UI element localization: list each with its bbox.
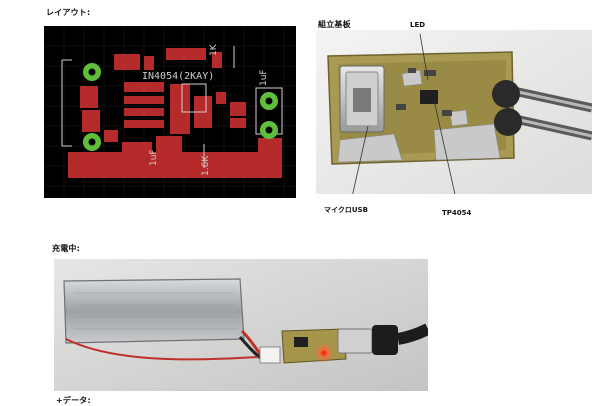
charging-drawing xyxy=(54,259,428,391)
charging-heading: 充電中: xyxy=(52,244,80,253)
tp4054-callout: TP4054 xyxy=(442,209,472,217)
assembled-board-drawing xyxy=(316,30,592,194)
pcb-layout-drawing: IN4054(2KAY) 1K 1.6K 1uF 1uF xyxy=(44,26,296,198)
lipo-battery xyxy=(63,278,245,344)
board-components xyxy=(396,68,452,116)
charger-board xyxy=(281,328,347,364)
pcb-layout-figure: IN4054(2KAY) 1K 1.6K 1uF 1uF xyxy=(44,26,296,198)
silk-part-label: IN4054(2KAY) xyxy=(142,71,214,82)
tp4054-chip xyxy=(420,90,438,104)
battery-wires xyxy=(492,80,592,141)
usb-cable xyxy=(396,323,428,345)
usb-plug-body xyxy=(372,325,398,355)
pcb-pads xyxy=(83,63,278,151)
assembled-heading: 組立基板 xyxy=(318,20,351,29)
charging-photo xyxy=(54,259,428,391)
layout-heading: レイアウト: xyxy=(46,8,91,17)
assembled-board-photo xyxy=(316,30,592,194)
usb-plug xyxy=(337,328,373,354)
callout-lines xyxy=(352,33,456,194)
bottom-cut-heading: +データ: xyxy=(56,396,91,405)
jst-connector xyxy=(259,346,281,364)
silk-r2-label: 1.6K xyxy=(201,155,211,176)
micro-usb-callout: マイクロUSB xyxy=(324,206,368,214)
led-callout: LED xyxy=(410,21,426,29)
board-solder xyxy=(337,69,501,163)
silk-c1-label: 1uF xyxy=(149,149,159,166)
silk-r1-label: 1K xyxy=(209,43,219,56)
silk-c2-label: 1uF xyxy=(259,69,269,86)
